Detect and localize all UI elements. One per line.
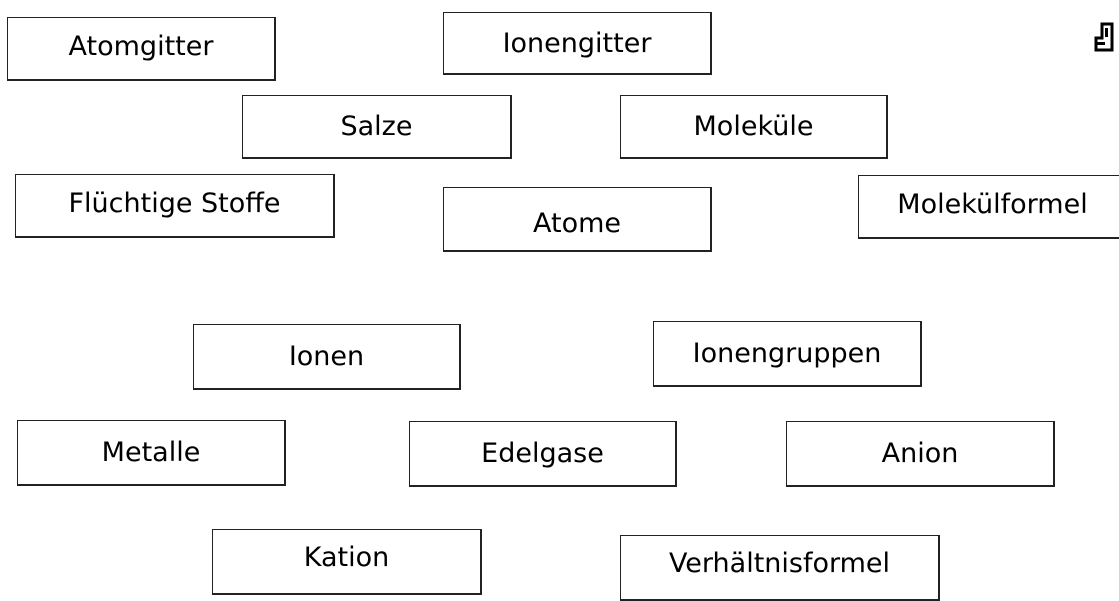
term-card-fluechtige-stoffe[interactable]: Flüchtige Stoffe — [15, 174, 335, 238]
term-card-label: Verhältnisformel — [668, 548, 891, 579]
term-card-molekuele[interactable]: Moleküle — [620, 95, 888, 159]
term-card-label: Edelgase — [481, 438, 604, 469]
term-card-label: Anion — [881, 438, 959, 469]
term-card-ionen[interactable]: Ionen — [193, 324, 461, 390]
term-card-label: Moleküle — [693, 111, 814, 142]
term-card-label: Atomgitter — [68, 31, 214, 62]
term-card-edelgase[interactable]: Edelgase — [409, 421, 677, 487]
term-card-label: Metalle — [101, 437, 201, 468]
document-fragment-icon — [1094, 22, 1114, 52]
term-card-label: Flüchtige Stoffe — [68, 188, 281, 219]
term-card-molekuelformel[interactable]: Molekülformel — [858, 175, 1119, 239]
term-card-ionengruppen[interactable]: Ionengruppen — [653, 321, 922, 387]
term-card-metalle[interactable]: Metalle — [17, 420, 286, 486]
term-card-label: Ionengruppen — [692, 338, 882, 369]
term-card-anion[interactable]: Anion — [786, 421, 1055, 487]
term-card-label: Ionengitter — [502, 27, 652, 59]
term-card-salze[interactable]: Salze — [242, 95, 512, 159]
term-card-label: Molekülformel — [897, 189, 1088, 220]
term-card-label: Kation — [303, 542, 390, 573]
term-card-atome[interactable]: Atome — [443, 187, 712, 252]
term-card-label: Atome — [532, 207, 621, 239]
term-card-label: Ionen — [288, 341, 365, 372]
term-card-ionengitter[interactable]: Ionengitter — [443, 12, 712, 75]
term-card-verhaeltnisformel[interactable]: Verhältnisformel — [620, 535, 940, 601]
term-card-label: Salze — [340, 111, 413, 142]
term-card-atomgitter[interactable]: Atomgitter — [7, 17, 276, 81]
term-card-kation[interactable]: Kation — [212, 529, 482, 595]
